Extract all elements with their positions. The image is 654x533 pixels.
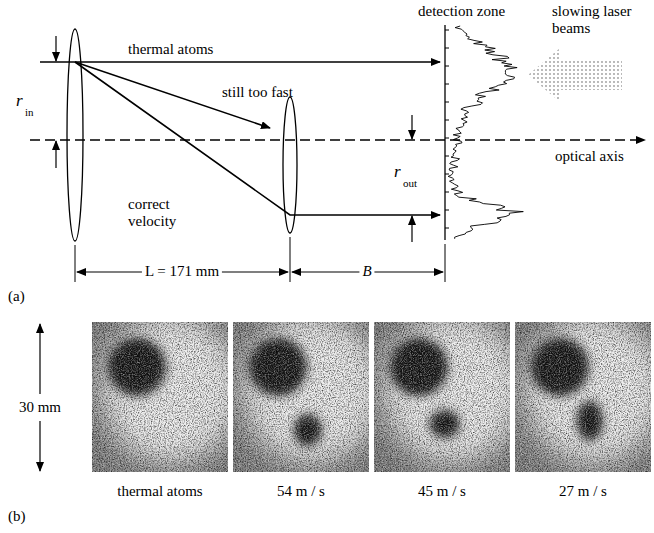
panel-letter: (a) (8, 288, 25, 305)
radius-arrow (55, 36, 56, 61)
scale-label: 30 mm (16, 399, 64, 416)
zone-label: detection zone (418, 3, 505, 20)
radius-arrow (411, 216, 412, 242)
axis-label: optical axis (555, 148, 624, 165)
optical-axis-line (30, 139, 645, 140)
trajectory-label: correct velocity (128, 196, 194, 230)
radius-arrow (55, 141, 56, 168)
image-noise (92, 322, 228, 472)
image-noise (515, 322, 651, 472)
tick-mark (445, 192, 449, 193)
image-ground (92, 322, 228, 472)
image-caption: 27 m / s (559, 483, 607, 500)
lens (283, 97, 297, 233)
tick-mark (445, 102, 449, 103)
scale-arrow (39, 421, 40, 471)
radius-subscript: out (403, 175, 417, 192)
image-noise (515, 322, 651, 472)
camera-image (233, 322, 369, 472)
tick-mark (445, 66, 449, 67)
tick-mark (445, 84, 449, 85)
extension-line (445, 244, 446, 282)
trajectory-arrow (40, 61, 440, 63)
scale-arrow (39, 324, 40, 394)
tick-mark (445, 138, 449, 139)
tick-mark (445, 48, 449, 49)
image-noise (374, 322, 510, 472)
dimension-label: B (359, 263, 374, 280)
trajectory-label: still too fast (222, 84, 293, 101)
detection-line (444, 25, 445, 240)
trajectory-label: thermal atoms (128, 41, 213, 58)
image-caption: 45 m / s (418, 483, 466, 500)
image-ground (374, 322, 510, 472)
signal-trace (448, 26, 523, 239)
trajectory-arrow (75, 62, 440, 215)
radius-symbol: r (394, 163, 401, 180)
extension-line (290, 237, 291, 282)
tick-mark (445, 120, 449, 121)
image-caption: 54 m / s (277, 483, 325, 500)
lens (67, 29, 83, 241)
camera-image (374, 322, 510, 472)
image-noise (92, 322, 228, 472)
image-noise (374, 322, 510, 472)
panel-letter: (b) (8, 508, 26, 525)
tick-mark (445, 174, 449, 175)
beam-label: slowing laser beams (552, 3, 648, 37)
camera-image (92, 322, 228, 472)
camera-images (92, 315, 654, 473)
image-noise (233, 322, 369, 472)
dimension-label: L = 171 mm (142, 263, 222, 280)
image-ground (515, 322, 651, 472)
detection-ticks (445, 30, 449, 228)
camera-image (515, 322, 651, 472)
image-caption: thermal atoms (117, 483, 202, 500)
radius-symbol: r (16, 92, 23, 109)
tick-mark (445, 210, 449, 211)
image-ground (233, 322, 369, 472)
tick-mark (445, 156, 449, 157)
tick-mark (445, 30, 449, 31)
extension-line (75, 245, 76, 282)
radius-subscript: in (25, 104, 34, 121)
radius-arrow (411, 115, 412, 139)
tick-mark (445, 228, 449, 229)
laser-beam-arrow (528, 48, 622, 102)
image-noise (233, 322, 369, 472)
